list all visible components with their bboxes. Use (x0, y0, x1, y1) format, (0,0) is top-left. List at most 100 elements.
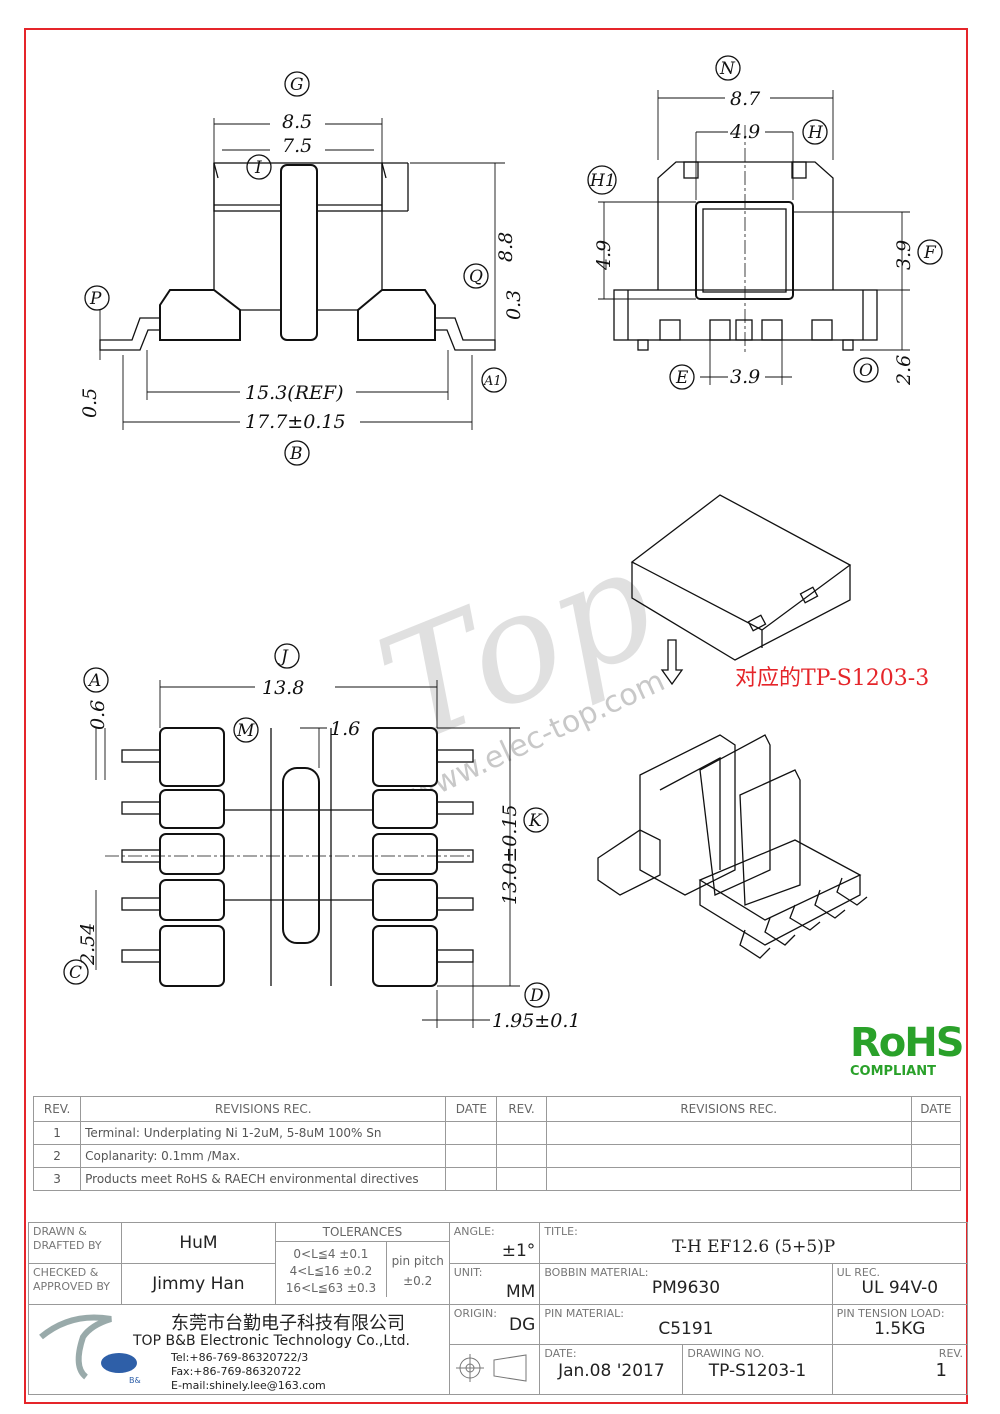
angle-label: ANGLE: (453, 1225, 495, 1238)
balloon-h1: H1 (589, 171, 616, 191)
revisions-table: REV. REVISIONS REC. DATE REV. REVISIONS … (32, 1096, 962, 1191)
pin-label: PIN MATERIAL: (544, 1307, 624, 1320)
origin-label: ORIGIN: (453, 1307, 497, 1320)
rev-num: 1 (32, 1121, 82, 1145)
table-row: 1 Terminal: Underplating Ni 1-2uM, 5-8uM… (32, 1121, 962, 1145)
drawing-date: Jan.08 '2017 (558, 1361, 665, 1381)
dim-8-7: 8.7 (730, 88, 761, 110)
rev-num: 3 (32, 1167, 82, 1191)
tolerances-label: TOLERANCES (276, 1223, 449, 1242)
dim-2-6: 2.6 (893, 355, 915, 386)
tol-row-2: 4<L≦16 ±0.2 (289, 1264, 373, 1278)
balloon-j: J (278, 647, 289, 667)
pin-material: C5191 (658, 1319, 714, 1339)
dim-15-3-ref: 15.3(REF) (245, 382, 344, 404)
balloon-h: H (807, 123, 824, 143)
pin-tension: 1.5KG (874, 1319, 926, 1339)
rev-num: 2 (32, 1144, 82, 1168)
drawn-label: DRAWN & DRAFTED BY (33, 1225, 102, 1252)
dwg-label: DRAWING NO. (687, 1347, 765, 1360)
dim-4-9-h1: 4.9 (593, 240, 615, 271)
dim-0-5: 0.5 (79, 388, 101, 418)
checked-label: CHECKED & APPROVED BY (33, 1266, 111, 1293)
tol-row-1: 0<L≦4 ±0.1 (293, 1247, 369, 1261)
company-cn: 东莞市台勤电子科技有限公司 (171, 1313, 405, 1334)
date-label: DATE: (544, 1347, 577, 1360)
balloon-g: G (290, 75, 304, 95)
dim-4-9-h: 4.9 (729, 121, 760, 143)
dim-17-7: 17.7±0.15 (245, 411, 346, 433)
balloon-a: A (87, 671, 101, 691)
unit-label: UNIT: (453, 1266, 483, 1279)
dim-13-8: 13.8 (262, 677, 304, 699)
ul-label: UL REC. (836, 1266, 881, 1279)
logo-subtext: B&B (129, 1376, 141, 1385)
rev-text: Terminal: Underplating Ni 1-2uM, 5-8uM 1… (80, 1121, 447, 1145)
rev-header-date: DATE (445, 1096, 498, 1122)
dim-7-5: 7.5 (282, 135, 312, 157)
balloon-b: B (289, 444, 303, 464)
rev-header-rev2: REV. (496, 1096, 547, 1122)
balloon-i: I (254, 158, 262, 178)
dim-3-9-f: 3.9 (893, 240, 915, 270)
balloon-o: O (859, 361, 873, 381)
rev-header-rec2: REVISIONS REC. (545, 1096, 912, 1122)
balloon-n: N (719, 59, 736, 79)
rev-label: REV. (938, 1347, 963, 1360)
unit-value: MM (505, 1282, 536, 1302)
rev-header-date2: DATE (910, 1096, 962, 1122)
tol-row-3: 16<L≦63 ±0.3 (285, 1281, 377, 1295)
rev-header-rec: REVISIONS REC. (80, 1096, 447, 1122)
bobbin-3d (597, 734, 868, 959)
rev-text: Products meet RoHS & RAECH environmental… (80, 1167, 447, 1191)
title-label: TITLE: (544, 1225, 578, 1238)
balloon-m: M (236, 721, 255, 741)
drawn-by: HuM (179, 1233, 218, 1253)
dim-13-0: 13.0±0.15 (499, 804, 521, 905)
company-en: TOP B&B Electronic Technology Co.,Ltd. (133, 1333, 410, 1349)
dim-8-8: 8.8 (495, 232, 517, 262)
rev-header-rev: REV. (32, 1096, 82, 1122)
dim-0-3: 0.3 (503, 290, 525, 320)
balloon-d: D (529, 986, 544, 1006)
projection-symbol (455, 1354, 527, 1382)
company-fax: Fax:+86-769-86320722 (171, 1365, 302, 1378)
company-tel: Tel:+86-769-86320722/3 (171, 1351, 309, 1364)
dim-3-9-e: 3.9 (730, 366, 760, 388)
bobbin-label: BOBBIN MATERIAL: (544, 1266, 649, 1279)
engineering-drawing: 8.5 7.5 8.8 0.3 0.5 15.3(REF) 17.7±0.15 … (63, 55, 943, 1032)
front-view: 8.5 7.5 8.8 0.3 0.5 15.3(REF) 17.7±0.15 … (79, 71, 525, 466)
company-logo: B&B (39, 1314, 141, 1385)
drawing-frame (24, 28, 968, 1404)
rev-text: Coplanarity: 0.1mm /Max. (80, 1144, 447, 1168)
balloon-c: C (69, 963, 82, 983)
tension-label: PIN TENSION LOAD: (836, 1307, 945, 1320)
dim-2-54: 2.54 (77, 923, 99, 966)
dim-8-5: 8.5 (282, 111, 312, 133)
pitch-tol: ±0.2 (403, 1274, 433, 1288)
checked-by: Jimmy Han (152, 1274, 245, 1294)
dim-1-6: 1.6 (330, 718, 360, 740)
note-mating-cover: 对应的TP-S1203-3 (735, 666, 930, 691)
balloon-p: P (89, 289, 102, 309)
company-email: E-mail:shinely.lee@163.com (171, 1379, 326, 1392)
rohs-badge: RoHS COMPLIANT (850, 1020, 965, 1079)
balloon-f: F (923, 243, 937, 263)
drawing-number: TP-S1203-1 (708, 1361, 807, 1381)
dim-0-6: 0.6 (87, 700, 109, 730)
rohs-compliant: COMPLIANT (850, 1064, 936, 1079)
balloon-a1: A1 (483, 374, 502, 389)
dim-1-95: 1.95±0.1 (492, 1010, 580, 1032)
part-title: T-H EF12.6 (5+5)P (672, 1237, 836, 1257)
rohs-title: RoHS (850, 1020, 965, 1066)
bobbin-material: PM9630 (651, 1278, 721, 1298)
pitch-label: pin pitch (391, 1254, 444, 1268)
side-view: 8.7 4.9 4.9 3.9 2.6 3.9 N H H1 F E O (587, 55, 943, 390)
angle-value: ±1° (501, 1241, 536, 1261)
bottom-view: 13.8 0.6 1.6 13.0±0.15 2.54 1.95±0.1 J A… (63, 643, 580, 1032)
title-block: DRAWN & DRAFTED BY HuM TOLERANCES 0<L≦4 … (28, 1222, 969, 1395)
ul-rating: UL 94V-0 (861, 1278, 939, 1298)
balloon-k: K (528, 811, 543, 831)
revision-number: 1 (935, 1360, 947, 1381)
cover-3d (630, 494, 852, 686)
